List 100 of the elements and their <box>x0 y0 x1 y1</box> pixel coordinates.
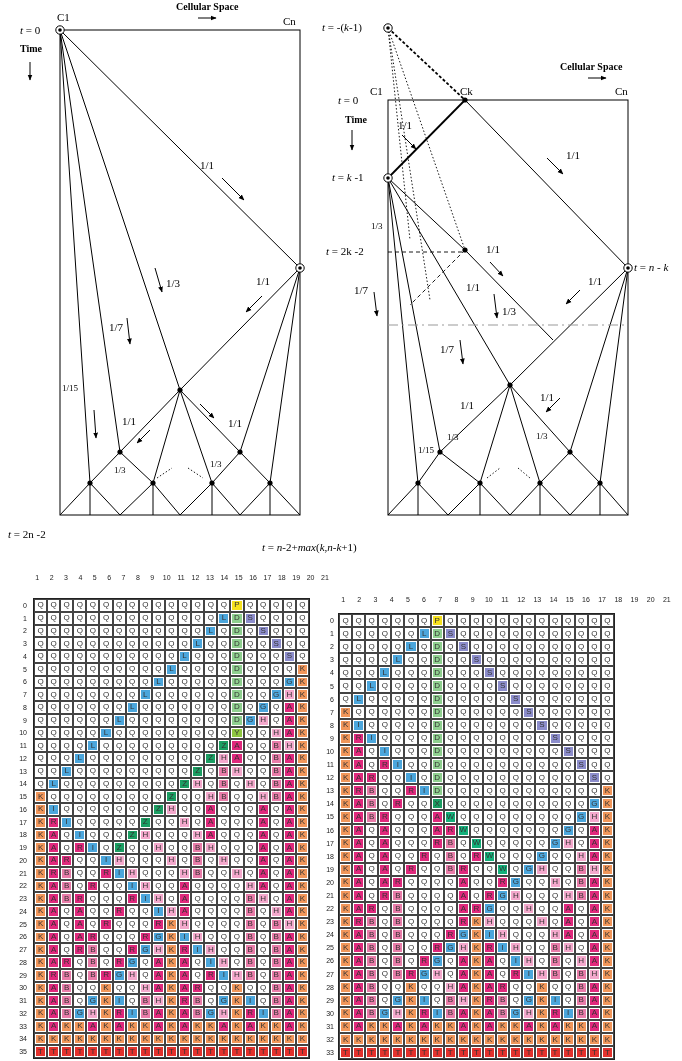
state-cell: Q <box>483 653 497 667</box>
state-cell: Q <box>60 803 74 816</box>
state-cell: Q <box>404 653 418 667</box>
state-cell: Q <box>73 956 87 969</box>
state-cell: R <box>391 797 405 811</box>
state-cell: Q <box>204 599 218 612</box>
state-cell: B <box>391 954 405 968</box>
state-cell: T <box>60 1045 74 1058</box>
state-cell: Q <box>535 941 549 955</box>
state-cell: P <box>230 599 244 612</box>
state-cell: Q <box>365 666 379 680</box>
state-cell: Q <box>391 640 405 654</box>
state-cell: Q <box>73 854 87 867</box>
state-cell: Q <box>496 771 510 785</box>
state-cell: K <box>496 1033 510 1047</box>
state-cell: A <box>47 841 61 854</box>
state-cell: Q <box>47 739 61 752</box>
state-cell: Q <box>178 854 192 867</box>
state-cell: K <box>365 1033 379 1047</box>
state-cell: S <box>483 666 497 680</box>
state-cell: H <box>217 956 231 969</box>
state-cell: Q <box>73 599 87 612</box>
state-cell: Q <box>178 739 192 752</box>
state-cell: Q <box>99 650 113 663</box>
axis-label: Time <box>20 44 43 54</box>
state-cell: Q <box>483 797 497 811</box>
state-cell: L <box>404 640 418 654</box>
state-cell: Q <box>365 627 379 641</box>
state-cell: R <box>73 892 87 905</box>
speed-label: 1/1 <box>200 160 215 171</box>
state-cell: Q <box>99 752 113 765</box>
state-cell: I <box>483 928 497 942</box>
speed-label: 1/1 <box>540 392 555 403</box>
state-cell: Q <box>191 905 205 918</box>
state-cell: K <box>522 1033 536 1047</box>
state-cell: K <box>339 1033 353 1047</box>
state-cell: Q <box>509 810 523 824</box>
state-cell: Q <box>99 841 113 854</box>
state-cell: B <box>365 915 379 929</box>
state-cell: L <box>178 650 192 663</box>
state-cell: Q <box>191 803 205 816</box>
state-cell: Q <box>535 771 549 785</box>
state-cell: K <box>34 943 48 956</box>
state-cell: Q <box>391 627 405 641</box>
state-cell: A <box>47 994 61 1007</box>
state-cell: Q <box>204 739 218 752</box>
state-cell: Q <box>86 905 100 918</box>
state-cell: Q <box>99 637 113 650</box>
state-cell: A <box>230 752 244 765</box>
state-cell: Q <box>99 790 113 803</box>
state-cell: Q <box>352 679 366 693</box>
state-cell: R <box>404 784 418 798</box>
state-cell: Q <box>60 790 74 803</box>
state-cell: Q <box>178 841 192 854</box>
state-cell: Q <box>535 784 549 798</box>
state-cell: B <box>365 797 379 811</box>
state-cell: B <box>365 928 379 942</box>
state-cell: Q <box>365 640 379 654</box>
state-cell: R <box>378 758 392 772</box>
state-cell: B <box>365 810 379 824</box>
state-cell: Q <box>535 627 549 641</box>
state-cell: Q <box>522 784 536 798</box>
state-cell: Q <box>191 688 205 701</box>
state-cell: Q <box>535 928 549 942</box>
state-cell: I <box>404 771 418 785</box>
state-cell: Q <box>535 614 549 628</box>
state-cell: Q <box>178 637 192 650</box>
state-cell: Q <box>391 810 405 824</box>
speed-label: 1/3 <box>371 222 383 231</box>
state-cell: A <box>230 739 244 752</box>
speed-label: 1/3 <box>536 432 548 441</box>
speed-label: 1/1 <box>566 150 581 161</box>
state-cell: Q <box>509 915 523 929</box>
state-cell: B <box>60 892 74 905</box>
state-cell: B <box>391 915 405 929</box>
state-cell: Q <box>217 841 231 854</box>
state-cell: K <box>404 1033 418 1047</box>
state-cell: Q <box>99 688 113 701</box>
state-cell: I <box>391 758 405 772</box>
state-cell: K <box>339 758 353 772</box>
state-cell: Q <box>60 739 74 752</box>
state-cell: A <box>352 928 366 942</box>
state-cell: H <box>496 928 510 942</box>
state-cell: Q <box>99 905 113 918</box>
state-cell: Q <box>535 810 549 824</box>
state-cell: Q <box>86 803 100 816</box>
time-label: t = 2n -2 <box>8 529 46 540</box>
state-cell: Q <box>509 666 523 680</box>
state-cell: Q <box>191 956 205 969</box>
state-cell: Q <box>535 758 549 772</box>
state-cell: Q <box>352 666 366 680</box>
state-cell: Q <box>60 637 74 650</box>
state-cell: Q <box>404 614 418 628</box>
state-cell: Q <box>217 688 231 701</box>
state-cell: Q <box>217 892 231 905</box>
state-cell: H <box>509 941 523 955</box>
state-cell: Q <box>404 915 418 929</box>
time-label: t = 0 <box>20 25 41 36</box>
state-cell: H <box>217 752 231 765</box>
state-cell: K <box>391 1033 405 1047</box>
